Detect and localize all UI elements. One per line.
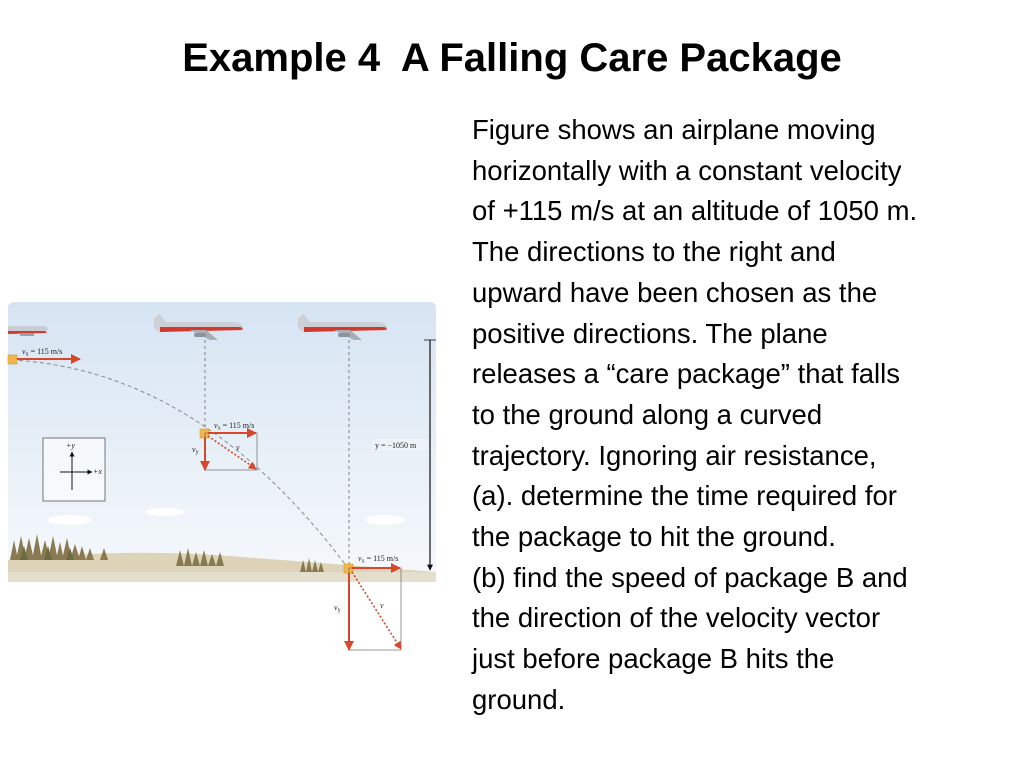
vx-label-c: vx = 115 m/s: [358, 554, 398, 565]
vy-label-b: vy: [192, 445, 199, 456]
v-vector-c: [351, 571, 402, 650]
vy-label-c: vy: [334, 603, 341, 614]
text-line: releases a “care package” that falls: [472, 358, 900, 390]
v-label-c: v: [380, 601, 384, 610]
text-line: (a). determine the time required for: [472, 480, 897, 512]
text-line: Figure shows an airplane moving: [472, 114, 876, 145]
text-line: to the ground along a curved: [472, 398, 823, 430]
text-line: of +115 m/s at an altitude of 1050 m.: [472, 195, 918, 227]
trajectory-curve: [11, 359, 349, 569]
package-c: [343, 563, 354, 574]
altitude-label-bg: [372, 439, 428, 451]
v-vector-b: [207, 435, 257, 470]
ground-strip: [8, 572, 436, 582]
airplane-icon: [297, 314, 387, 340]
text-line: (b) find the speed of package B and: [472, 561, 908, 593]
trees-right: [300, 558, 324, 572]
text-line: positive directions. The plane: [472, 317, 828, 349]
v-label-b: v: [236, 443, 240, 452]
axes-box: [42, 437, 106, 502]
text-line: upward have been chosen as the: [472, 276, 878, 308]
vx-label-b: vx = 115 m/s: [214, 421, 254, 432]
vx-label-a: vx = 115 m/s: [22, 347, 62, 358]
problem-text: Figure shows an airplane moving horizont…: [472, 110, 1024, 721]
text-line: horizontally with a constant velocity: [472, 154, 902, 186]
airplane-icon: [153, 314, 243, 340]
sky-background: [8, 302, 436, 582]
cloud: [365, 515, 405, 525]
trees-left: [10, 534, 108, 560]
text-line: The directions to the right and: [472, 236, 836, 268]
axis-label-plus-y: +y: [66, 441, 75, 450]
cloud: [145, 508, 185, 516]
slide-title: Example 4 A Falling Care Package: [182, 36, 842, 80]
text-line: ground.: [472, 683, 566, 715]
text-line: just before package B hits the: [472, 643, 835, 675]
cloud: [48, 515, 92, 525]
trees-middle: [176, 548, 224, 566]
text-line: the direction of the velocity vector: [472, 602, 881, 634]
text-line: the package to hit the ground.: [472, 521, 836, 553]
text-line: trajectory. Ignoring air resistance,: [472, 439, 877, 471]
altitude-label: y = −1050 m: [375, 441, 417, 450]
trees-left-dark: [20, 546, 74, 560]
package-a: [7, 354, 18, 365]
trajectory-figure: vx = 115 m/s vx = 115 m/s vy v vx = 115 …: [7, 302, 436, 651]
airplane-icon: [8, 326, 48, 336]
axis-label-plus-x: +x: [93, 467, 102, 476]
